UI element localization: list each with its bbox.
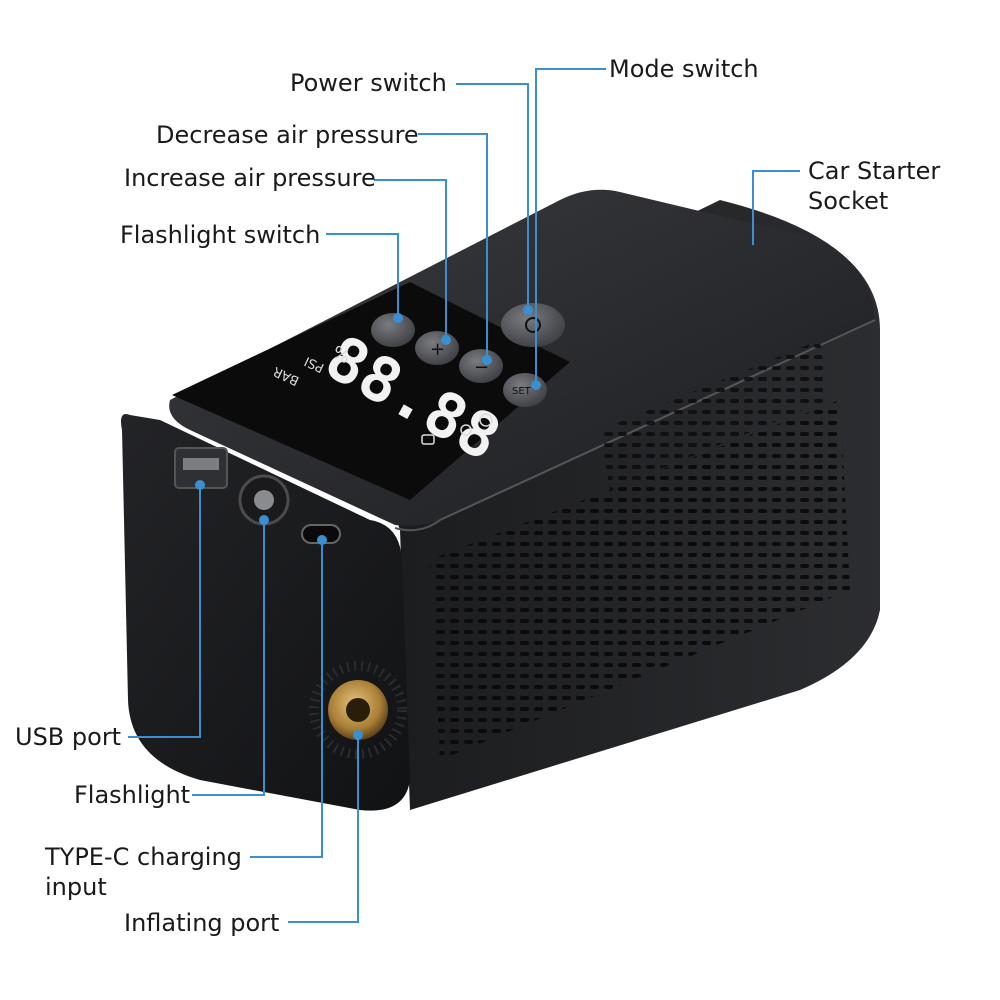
air-pump-device: 88.88 BAR PSI % + − SET <box>121 189 880 811</box>
line-decrease-pressure <box>418 133 488 360</box>
label-usb-port: USB port <box>15 723 122 751</box>
line-car-starter-socket <box>752 170 800 245</box>
line-mode-switch <box>535 68 606 385</box>
label-inflating-port: Inflating port <box>124 909 280 937</box>
line-usb-port <box>128 485 201 738</box>
decrease-pressure-button[interactable] <box>459 349 503 383</box>
line-inflating-port <box>288 735 359 923</box>
set-glyph: SET <box>512 386 532 397</box>
callout-lines <box>128 68 800 923</box>
label-flashlight: Flashlight <box>74 781 191 809</box>
power-icon <box>525 317 541 333</box>
label-car-starter-line2: Socket <box>808 187 889 215</box>
label-car-starter-line1: Car Starter <box>808 157 941 185</box>
flashlight-switch-button[interactable] <box>371 313 415 347</box>
front-ports <box>174 447 407 759</box>
bike-icon <box>460 424 472 436</box>
lcd-screen: 88.88 BAR PSI % <box>172 282 570 500</box>
label-typec-line1: TYPE-C charging <box>45 843 242 871</box>
fan-icon <box>479 413 493 427</box>
line-typec <box>250 540 323 858</box>
label-power-switch: Power switch <box>290 69 447 97</box>
speaker-grille <box>430 340 850 760</box>
label-decrease-air-pressure: Decrease air pressure <box>156 121 419 149</box>
line-flashlight-switch <box>326 233 399 318</box>
plus-glyph: + <box>430 339 445 360</box>
line-increase-pressure <box>374 179 447 340</box>
label-flashlight-switch: Flashlight switch <box>120 221 321 249</box>
line-power-switch <box>456 83 529 310</box>
line-flashlight <box>192 520 265 796</box>
callout-dots <box>195 305 541 740</box>
power-switch-button[interactable] <box>501 303 565 347</box>
car-icon <box>421 434 435 445</box>
label-increase-air-pressure: Increase air pressure <box>124 164 376 192</box>
label-typec-line2: input <box>45 873 107 901</box>
label-mode-switch: Mode switch <box>609 55 759 83</box>
